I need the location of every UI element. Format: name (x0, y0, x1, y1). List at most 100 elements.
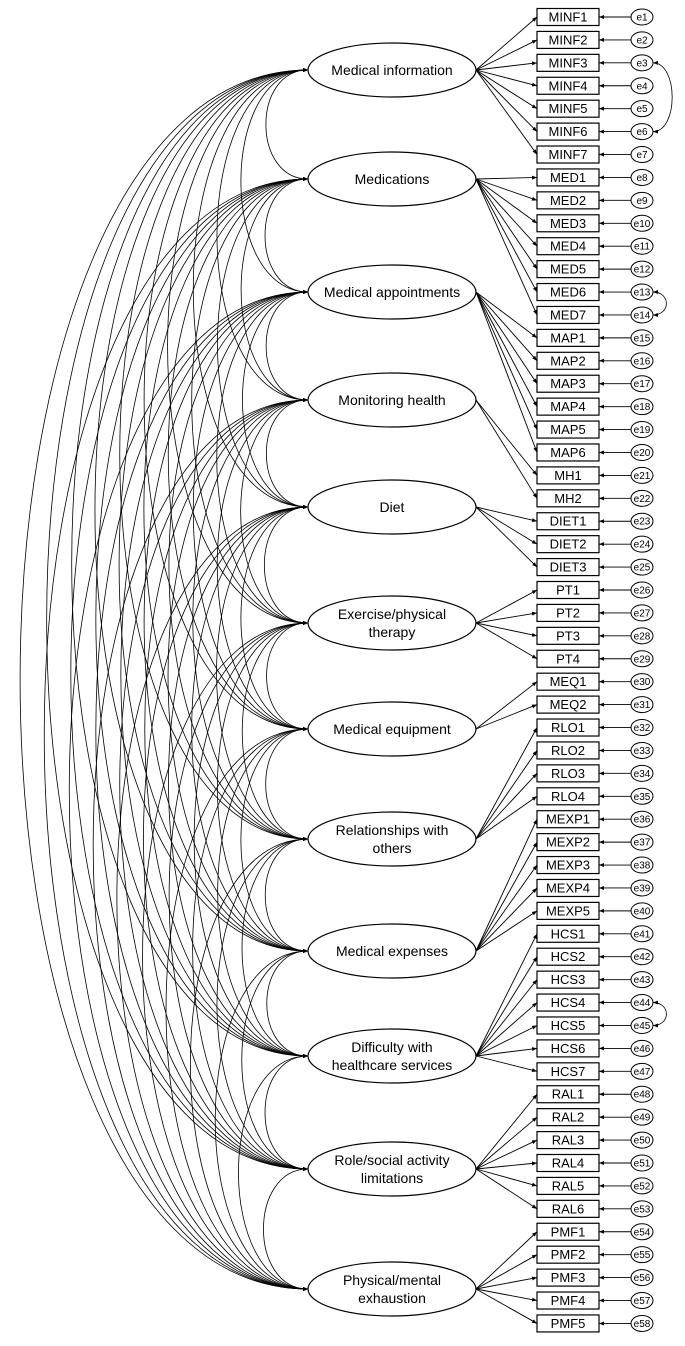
loading-path-layer (475, 16, 538, 1324)
error-term (630, 948, 654, 966)
factor-label: Diet (380, 499, 405, 515)
error-term (630, 535, 654, 553)
factor-loading-path (475, 178, 538, 316)
error-term (630, 1154, 654, 1172)
error-label: e16 (634, 356, 651, 367)
error-term (630, 1085, 654, 1103)
error-label: e52 (634, 1181, 651, 1192)
factor-covariance-arc (265, 68, 309, 181)
error-term (630, 306, 654, 324)
factor-label: Exercise/physical (338, 606, 446, 622)
factor-loading-path (475, 750, 538, 840)
error-term (630, 925, 654, 943)
factor-loading-path (475, 933, 538, 1057)
latent-factor (307, 1261, 477, 1317)
factor-covariance-arc (240, 398, 309, 625)
indicator-box (536, 603, 600, 623)
error-label: e32 (634, 723, 651, 734)
factor-loading-path (475, 622, 538, 660)
factor-covariance-arc (142, 621, 309, 1291)
factor-loading-path (475, 1288, 538, 1302)
indicator-label: PMF2 (551, 1247, 586, 1262)
error-label: e35 (634, 792, 651, 803)
factor-loading-path (475, 178, 538, 224)
factor-loading-path (475, 819, 538, 952)
error-term (630, 1016, 654, 1034)
factor-covariance-arc (240, 177, 309, 402)
factor-label: therapy (369, 624, 416, 640)
error-term (630, 31, 654, 49)
indicator-label: MED7 (550, 307, 586, 322)
factor-covariance-arc (217, 621, 309, 953)
indicator-label: MAP6 (550, 445, 585, 460)
indicator-box (536, 466, 600, 485)
error-label: e30 (634, 677, 651, 688)
indicator-label: MAP1 (550, 330, 585, 345)
factor-covariance-arc (120, 290, 309, 1058)
indicator-label: MAP4 (550, 399, 585, 414)
factor-loading-path (475, 1002, 538, 1057)
error-term (630, 971, 654, 989)
indicator-label: MEQ1 (550, 674, 587, 689)
indicator-box (536, 1222, 600, 1241)
factor-covariance-arc (19, 68, 309, 1291)
factor-label: others (373, 840, 412, 856)
factor-covariance-arc (168, 290, 309, 841)
indicator-label: MED3 (550, 216, 586, 231)
factor-loading-path (475, 61, 538, 71)
indicator-box (536, 787, 600, 806)
error-label: e7 (636, 150, 648, 161)
factor-covariance-arc (92, 398, 309, 1291)
error-label: e15 (634, 333, 651, 344)
factor-covariance-arc (167, 68, 309, 625)
indicator-box (536, 695, 600, 714)
error-label: e11 (634, 242, 650, 253)
error-label: e41 (634, 929, 651, 940)
error-term (630, 1314, 654, 1332)
factor-covariance-arc (214, 949, 309, 1291)
indicator-label: DIET2 (550, 537, 587, 552)
error-label: e3 (636, 58, 648, 69)
error-term (630, 696, 654, 714)
indicator-label: MEXP1 (546, 812, 590, 827)
indicator-label: MED5 (550, 262, 586, 277)
error-label: e39 (634, 883, 651, 894)
factor-loading-path (475, 956, 538, 1057)
factor-loading-path (475, 727, 538, 840)
factor-label: Difficulty with (351, 1039, 432, 1055)
error-term (630, 902, 654, 920)
indicator-label: RLO1 (551, 720, 585, 735)
indicator-label: MED6 (550, 285, 586, 300)
factor-covariance-arc (241, 621, 309, 841)
latent-factor (307, 479, 477, 535)
error-label: e53 (634, 1204, 651, 1215)
latent-factor (307, 42, 477, 98)
error-covariance-arc (652, 290, 667, 317)
indicator-box (536, 924, 600, 943)
factor-loading-path (475, 704, 538, 730)
factor-covariance-arc (118, 177, 309, 953)
indicator-box (536, 191, 600, 210)
error-covariance-arc (652, 60, 673, 134)
factor-loading-path (475, 178, 538, 293)
indicator-label: PT3 (556, 628, 580, 643)
factor-loading-path (475, 589, 538, 624)
indicator-box (536, 535, 600, 554)
factor-loading-path (475, 1254, 538, 1290)
error-term (630, 1246, 654, 1264)
error-label: e50 (634, 1136, 651, 1147)
indicator-label: MH2 (554, 491, 581, 506)
indicator-label: DIET3 (550, 560, 587, 575)
error-label: e12 (634, 265, 651, 276)
indicator-label: PT2 (556, 605, 580, 620)
error-term (630, 1269, 654, 1287)
indicator-label: HCS6 (551, 1041, 586, 1056)
indicator-label: HCS5 (551, 1018, 586, 1033)
indicator-label: RAL2 (552, 1110, 585, 1125)
factor-covariance-arc (241, 837, 309, 1058)
factor-covariance-arc (191, 177, 309, 625)
error-label: e24 (634, 540, 651, 551)
error-label: e34 (634, 769, 651, 780)
factor-loading-path (475, 291, 538, 384)
indicator-label: RAL1 (552, 1087, 585, 1102)
